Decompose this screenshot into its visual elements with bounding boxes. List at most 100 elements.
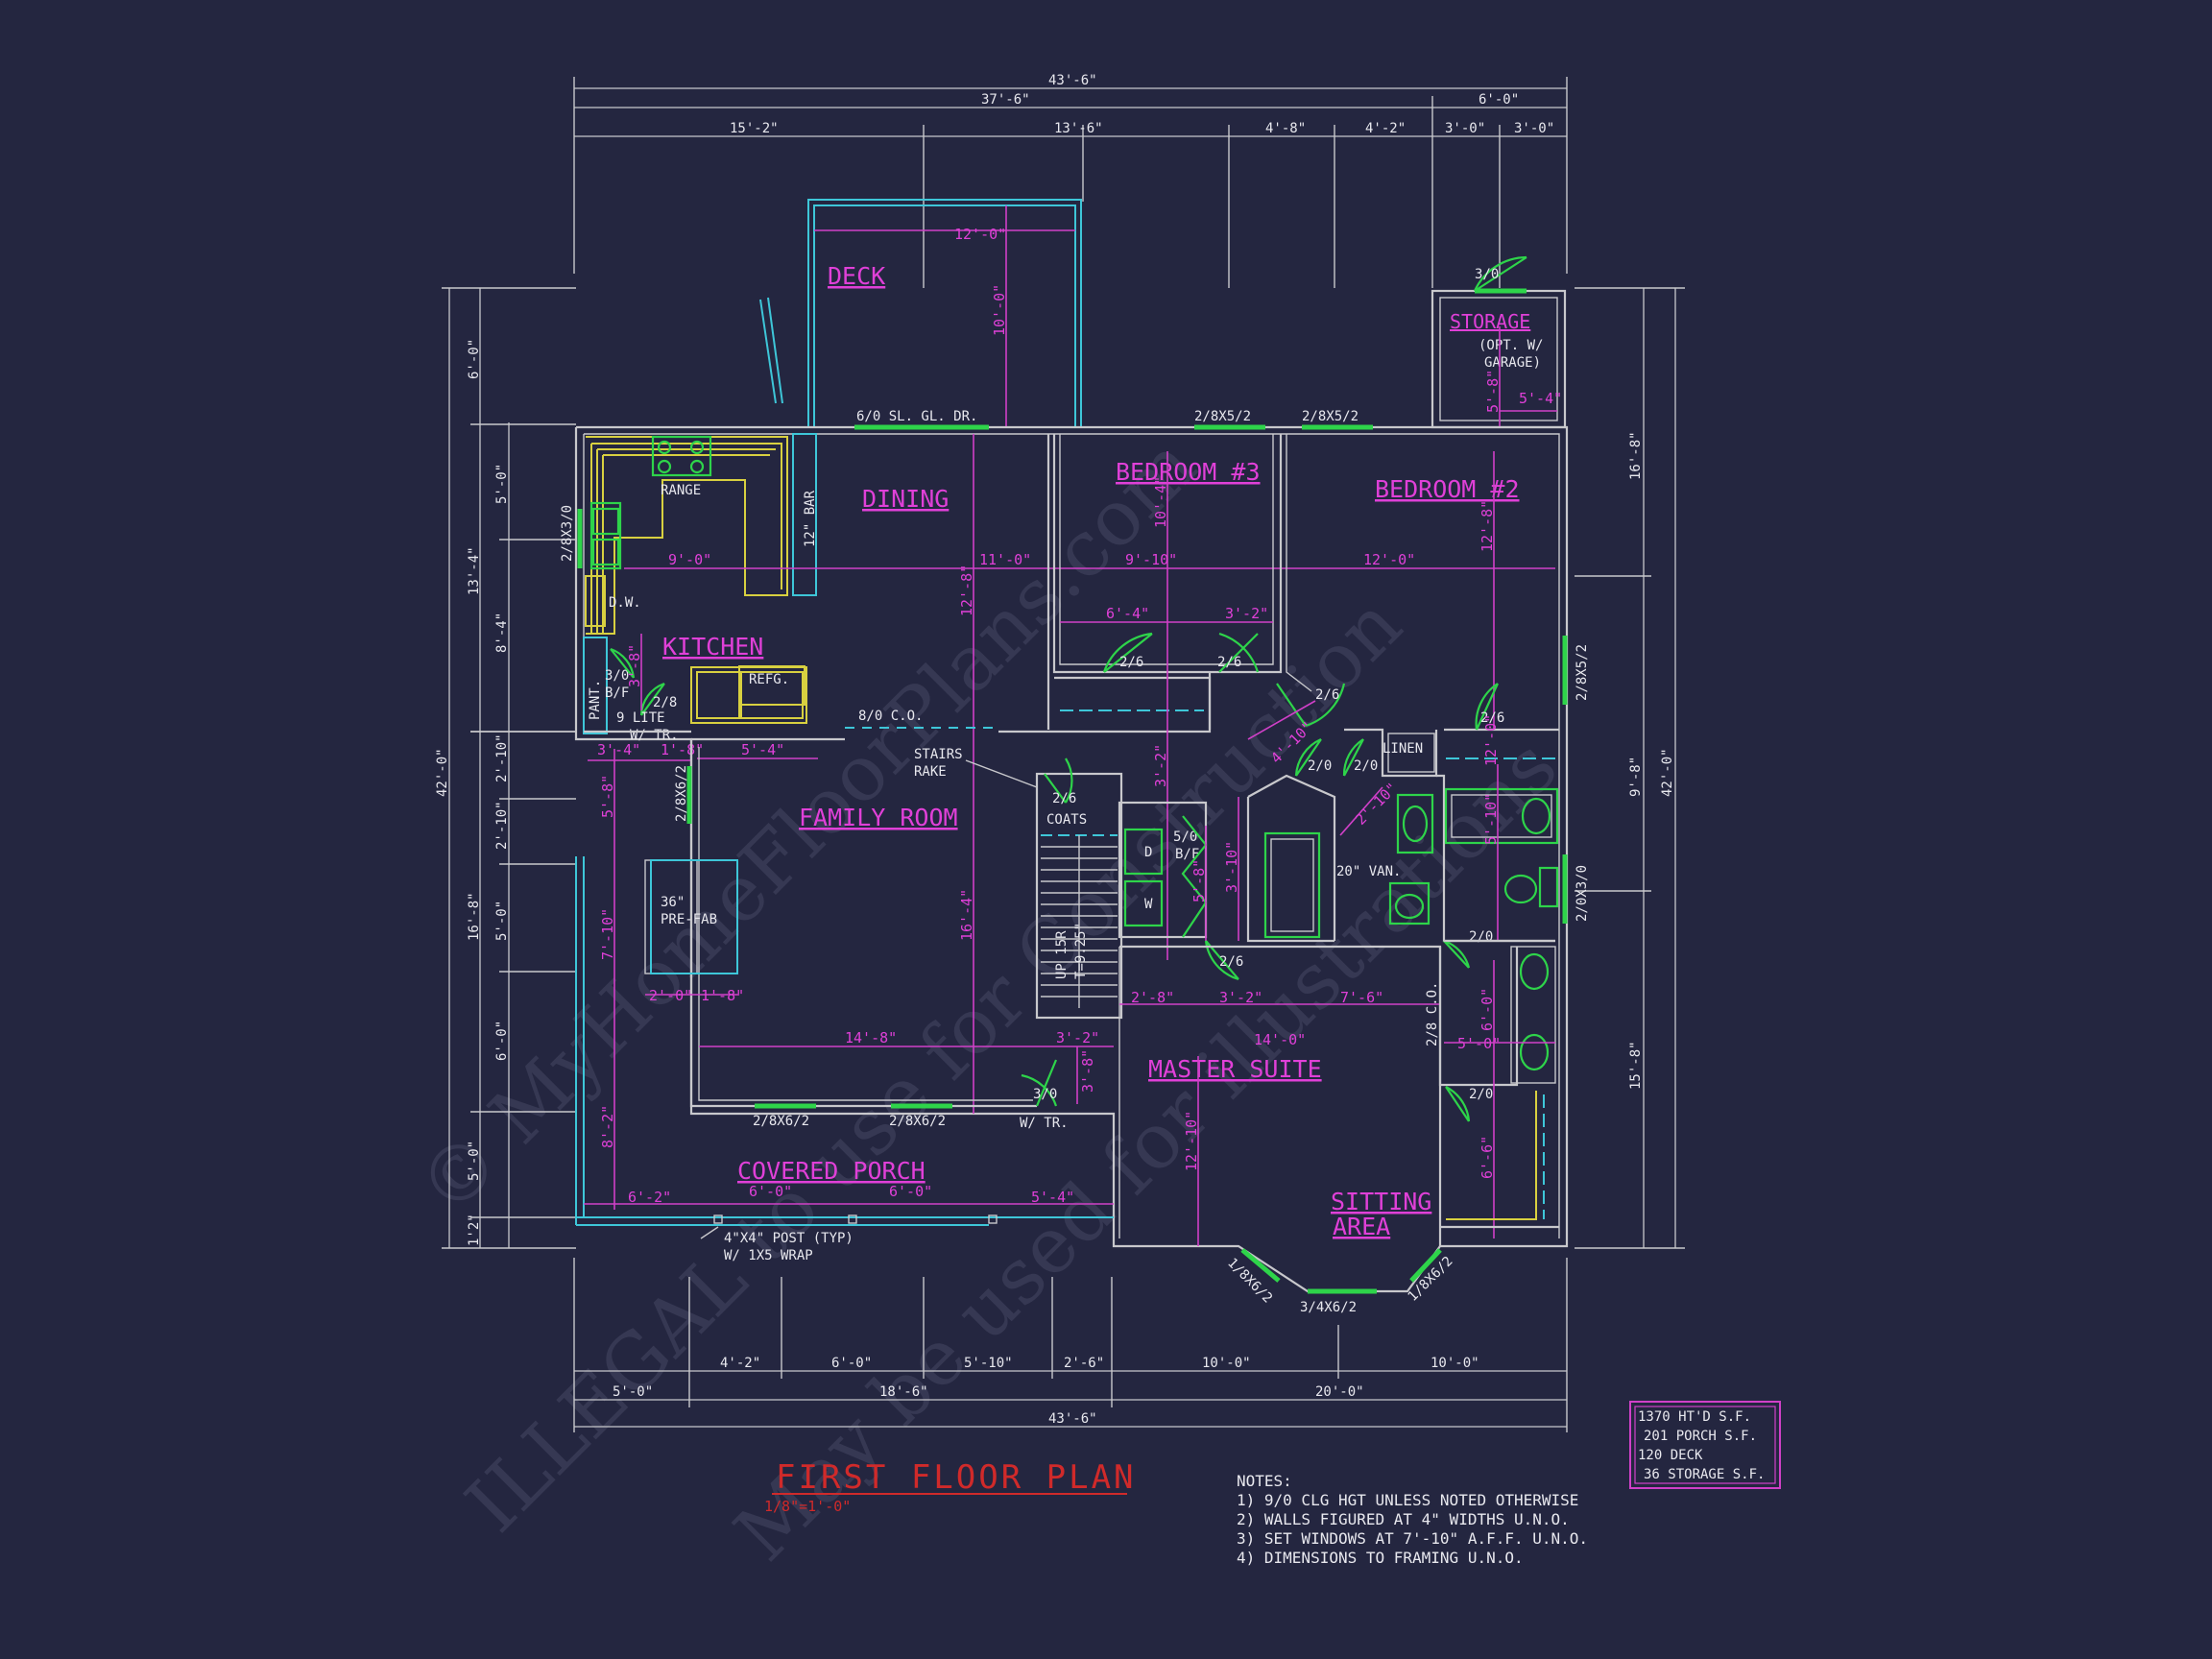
stairs: COATS 2/6 STAIRS RAKE UP 15R T=9.25": [914, 747, 1123, 1020]
dim-bedroom2-height: 12'-8": [1479, 500, 1496, 552]
dim-hall-310: 3'-10": [1223, 841, 1240, 893]
dim-6-top: 6'-0": [1479, 92, 1519, 108]
dim-master-32: 3'-2": [1219, 989, 1262, 1006]
dim-kitchen-54: 5'-4": [741, 741, 784, 758]
dim-bottom-e: 10'-0": [1202, 1356, 1251, 1371]
room-label-sitting-2: AREA: [1333, 1213, 1390, 1240]
area-deck: 120 DECK: [1638, 1448, 1703, 1463]
dim-master-1210: 12'-10": [1183, 1111, 1200, 1171]
dim-left-h: 5'-0": [494, 901, 510, 941]
bedroom-3: 2/8X5/2 BEDROOM #3 9'-10" 10'-4" 6'-4" 3…: [1052, 409, 1283, 730]
dim-dining-height: 12'-8": [958, 565, 975, 616]
dim-hall-210: 2'-10": [1352, 780, 1401, 829]
notes-heading: NOTES:: [1237, 1472, 1292, 1490]
label-door-28-9lite: 2/8: [653, 695, 677, 710]
label-stairs: STAIRS: [914, 747, 963, 762]
dim-bedroom3-height: 10'-4": [1152, 476, 1169, 528]
dim-family-18: 1'-8": [701, 987, 744, 1004]
dim-family-20: 2'-0": [649, 987, 692, 1004]
room-label-bedroom-2: BEDROOM #2: [1375, 475, 1520, 503]
area-storage: 36 STORAGE S.F.: [1644, 1467, 1765, 1482]
door-hall: 2/6: [1315, 687, 1339, 703]
dim-laundry-58: 5'-8": [1190, 859, 1208, 902]
dim-top-c: 4'-8": [1265, 121, 1306, 136]
label-sliding-glass-door: 6/0 SL. GL. DR.: [856, 409, 977, 424]
door-mbath-20d: 2/0: [1469, 1087, 1493, 1102]
master-bath: 5'-0" 6'-0" 6'-6" 2/8 C.O. 2/0: [1425, 939, 1559, 1238]
label-riser: T=9.25": [1073, 923, 1089, 979]
label-post-wrap: W/ 1X5 WRAP: [724, 1248, 813, 1263]
plan-scale: 1/8"=1'-0": [764, 1498, 851, 1515]
label-linen: LINEN: [1382, 741, 1423, 757]
dim-top-e: 3'-0": [1445, 121, 1485, 136]
room-label-covered-porch: COVERED PORCH: [737, 1157, 926, 1185]
window-w1: 2/8X5/2: [1194, 409, 1251, 424]
room-label-storage: STORAGE: [1450, 310, 1530, 333]
door-bedroom3-a: 2/6: [1119, 655, 1143, 670]
dim-left-e: 2'-10": [494, 733, 510, 782]
dim-bottom-d: 2'-6": [1064, 1356, 1104, 1371]
door-storage: 3/0: [1475, 267, 1499, 282]
dim-bottom-c: 5'-10": [964, 1356, 1013, 1371]
room-label-dining: DINING: [862, 485, 949, 513]
dim-left-g: 42'-0": [435, 748, 450, 797]
dim-family-58: 5'-8": [599, 775, 616, 818]
dim-closet-32: 3'-2": [1225, 605, 1268, 622]
window-w2: 2/8X5/2: [1302, 409, 1358, 424]
window-w8: 2/0X3/0: [1575, 865, 1590, 922]
note-1: 1) 9/0 CLG HGT UNLESS NOTED OTHERWISE: [1237, 1491, 1578, 1509]
window-w4: 2/8X5/2: [1575, 644, 1590, 701]
room-label-kitchen: KITCHEN: [662, 633, 763, 661]
note-4: 4) DIMENSIONS TO FRAMING U.N.O.: [1237, 1549, 1524, 1567]
dim-top-f: 3'-0": [1514, 121, 1554, 136]
master-suite: 2'-8" 3'-2" 7'-6" 14'-0" MASTER SUITE 12…: [1118, 945, 1456, 1315]
top-dimensions: 43'-6" 37'-6" 6'-0" 15'-2" 13'-6" 4'-8" …: [573, 73, 1568, 288]
dim-left-l: 1'2": [467, 1214, 482, 1246]
label-bif-bf: B/F: [605, 685, 629, 701]
dim-right-c: 42'-0": [1660, 748, 1675, 797]
note-3: 3) SET WINDOWS AT 7'-10" A.F.F. U.N.O.: [1237, 1529, 1588, 1548]
window-w6: 2/8X6/2: [753, 1114, 809, 1129]
dim-left-c: 13'-4": [467, 546, 482, 595]
label-prefab-36: 36": [661, 895, 685, 910]
label-vanity: 20" VAN.: [1336, 864, 1401, 879]
room-label-family-room: FAMILY ROOM: [799, 804, 958, 831]
room-label-bedroom-3: BEDROOM #3: [1116, 458, 1261, 486]
dim-top-b: 13'-6": [1054, 121, 1103, 136]
left-dimensions: 6'-0" 5'-0" 13'-4" 8'-4" 2'-10" 2'-10" 4…: [435, 287, 576, 1249]
plan-title: FIRST FLOOR PLAN: [776, 1458, 1137, 1497]
dim-left-a: 6'-0": [467, 339, 482, 379]
dim-master-76: 7'-6": [1340, 989, 1383, 1006]
storage: STORAGE (OPT. W/ GARAGE) 5'-4" 5'-8" 3/0: [1431, 255, 1567, 429]
dim-overall-top: 43'-6": [1048, 73, 1097, 88]
label-bar: 12" BAR: [803, 490, 818, 547]
dim-porch-62: 6'-2": [628, 1189, 671, 1206]
label-bif-50-b: B/F: [1175, 847, 1199, 862]
storage-note-1: (OPT. W/: [1479, 338, 1543, 353]
label-pantry: PANT.: [588, 680, 603, 720]
door-bedroom2: 2/6: [1480, 710, 1504, 726]
note-2: 2) WALLS FIGURED AT 4" WIDTHS U.N.O.: [1237, 1510, 1570, 1528]
window-w5: 2/8X6/2: [674, 765, 689, 822]
label-coats: COATS: [1046, 812, 1087, 828]
dim-right-b: 9'-8": [1628, 757, 1644, 797]
dim-right-a: 16'-8": [1628, 431, 1644, 480]
dim-left-k: 5'-0": [467, 1141, 482, 1181]
door-hall-20b: 2/0: [1354, 758, 1378, 774]
laundry: D W 5/0 B/F 5'-8" 2/6: [1118, 801, 1243, 981]
dim-deck-width: 12'-0": [954, 226, 1006, 243]
dim-porch-60b: 6'-0": [889, 1183, 932, 1200]
title-block: FIRST FLOOR PLAN 1/8"=1'-0": [764, 1458, 1137, 1515]
window-w7: 2/8X6/2: [889, 1114, 946, 1129]
label-prefab: PRE-FAB: [661, 912, 717, 927]
dim-porch-60a: 6'-0": [749, 1183, 792, 1200]
dim-front-32: 3'-2": [1056, 1029, 1099, 1046]
dim-bedroom3-width: 9'-10": [1125, 551, 1177, 568]
dim-porch-54: 5'-4": [1031, 1189, 1074, 1206]
dim-deck-height: 10'-0": [991, 284, 1008, 336]
window-w10: 3/4X6/2: [1300, 1300, 1357, 1315]
dim-mbath-66: 6'-6": [1479, 1136, 1496, 1179]
door-bath-20c: 2/0: [1469, 929, 1493, 945]
label-dryer: D: [1144, 845, 1152, 860]
dim-bottom-h: 18'-6": [879, 1384, 928, 1400]
